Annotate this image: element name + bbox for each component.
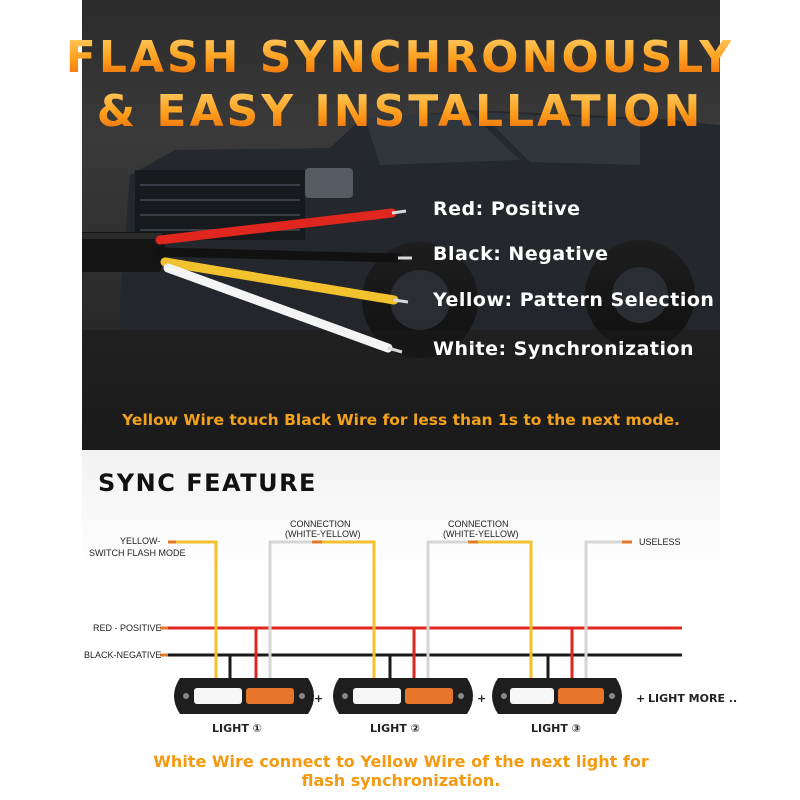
light1-yellow-lead (176, 540, 218, 680)
label-black-wire: Black: Negative (433, 243, 609, 265)
light-3 (492, 678, 622, 714)
label-black-negative: BLACK-NEGATIVE (84, 650, 161, 660)
light-3-label: LIGHT ③ (531, 722, 581, 735)
plus-3: + (636, 692, 645, 705)
label-useless: USELESS (639, 537, 681, 547)
light-1-label: LIGHT ① (212, 722, 262, 735)
label-yellow-wire: Yellow: Pattern Selection (433, 289, 715, 311)
sync-note-line-1: White Wire connect to Yellow Wire of the… (153, 752, 649, 771)
mode-switch-note: Yellow Wire touch Black Wire for less th… (122, 411, 680, 429)
label-yellow: YELLOW- (120, 536, 160, 546)
label-connection-1-sub: (WHITE-YELLOW) (285, 529, 361, 539)
label-connection-2-sub: (WHITE-YELLOW) (443, 529, 519, 539)
label-red-wire: Red: Positive (433, 198, 581, 220)
light-1 (174, 678, 314, 714)
truck-silhouette (82, 110, 720, 450)
wire-yellow (160, 257, 409, 305)
sync-panel (82, 450, 720, 800)
wire-red (155, 208, 407, 245)
label-white-wire: White: Synchronization (433, 338, 695, 360)
label-red-positive: RED - POSITIVE (93, 623, 162, 633)
light3-white-lead (584, 540, 622, 680)
label-connection-1: CONNECTION (290, 519, 351, 529)
label-switch-flash-mode: SWITCH FLASH MODE (89, 548, 186, 558)
light-2 (333, 678, 473, 714)
headline-line-2: & EASY INSTALLATION (0, 86, 800, 137)
wire-white (163, 263, 403, 354)
power-drops (228, 628, 574, 680)
cable-jacket (82, 232, 165, 272)
sync-note-line-2: flash synchronization. (301, 771, 501, 790)
plus-1: + (314, 692, 323, 705)
light-2-label: LIGHT ② (370, 722, 420, 735)
headline-line-1: FLASH SYNCHRONOUSLY (0, 32, 800, 83)
sync-title: SYNC FEATURE (98, 469, 317, 497)
label-light-more: LIGHT MORE .. (648, 692, 737, 705)
sync-note: White Wire connect to Yellow Wire of the… (82, 752, 720, 790)
connection-1 (268, 540, 376, 680)
wire-black (155, 247, 412, 263)
connection-2 (426, 540, 533, 680)
plus-2: + (477, 692, 486, 705)
label-connection-2: CONNECTION (448, 519, 509, 529)
